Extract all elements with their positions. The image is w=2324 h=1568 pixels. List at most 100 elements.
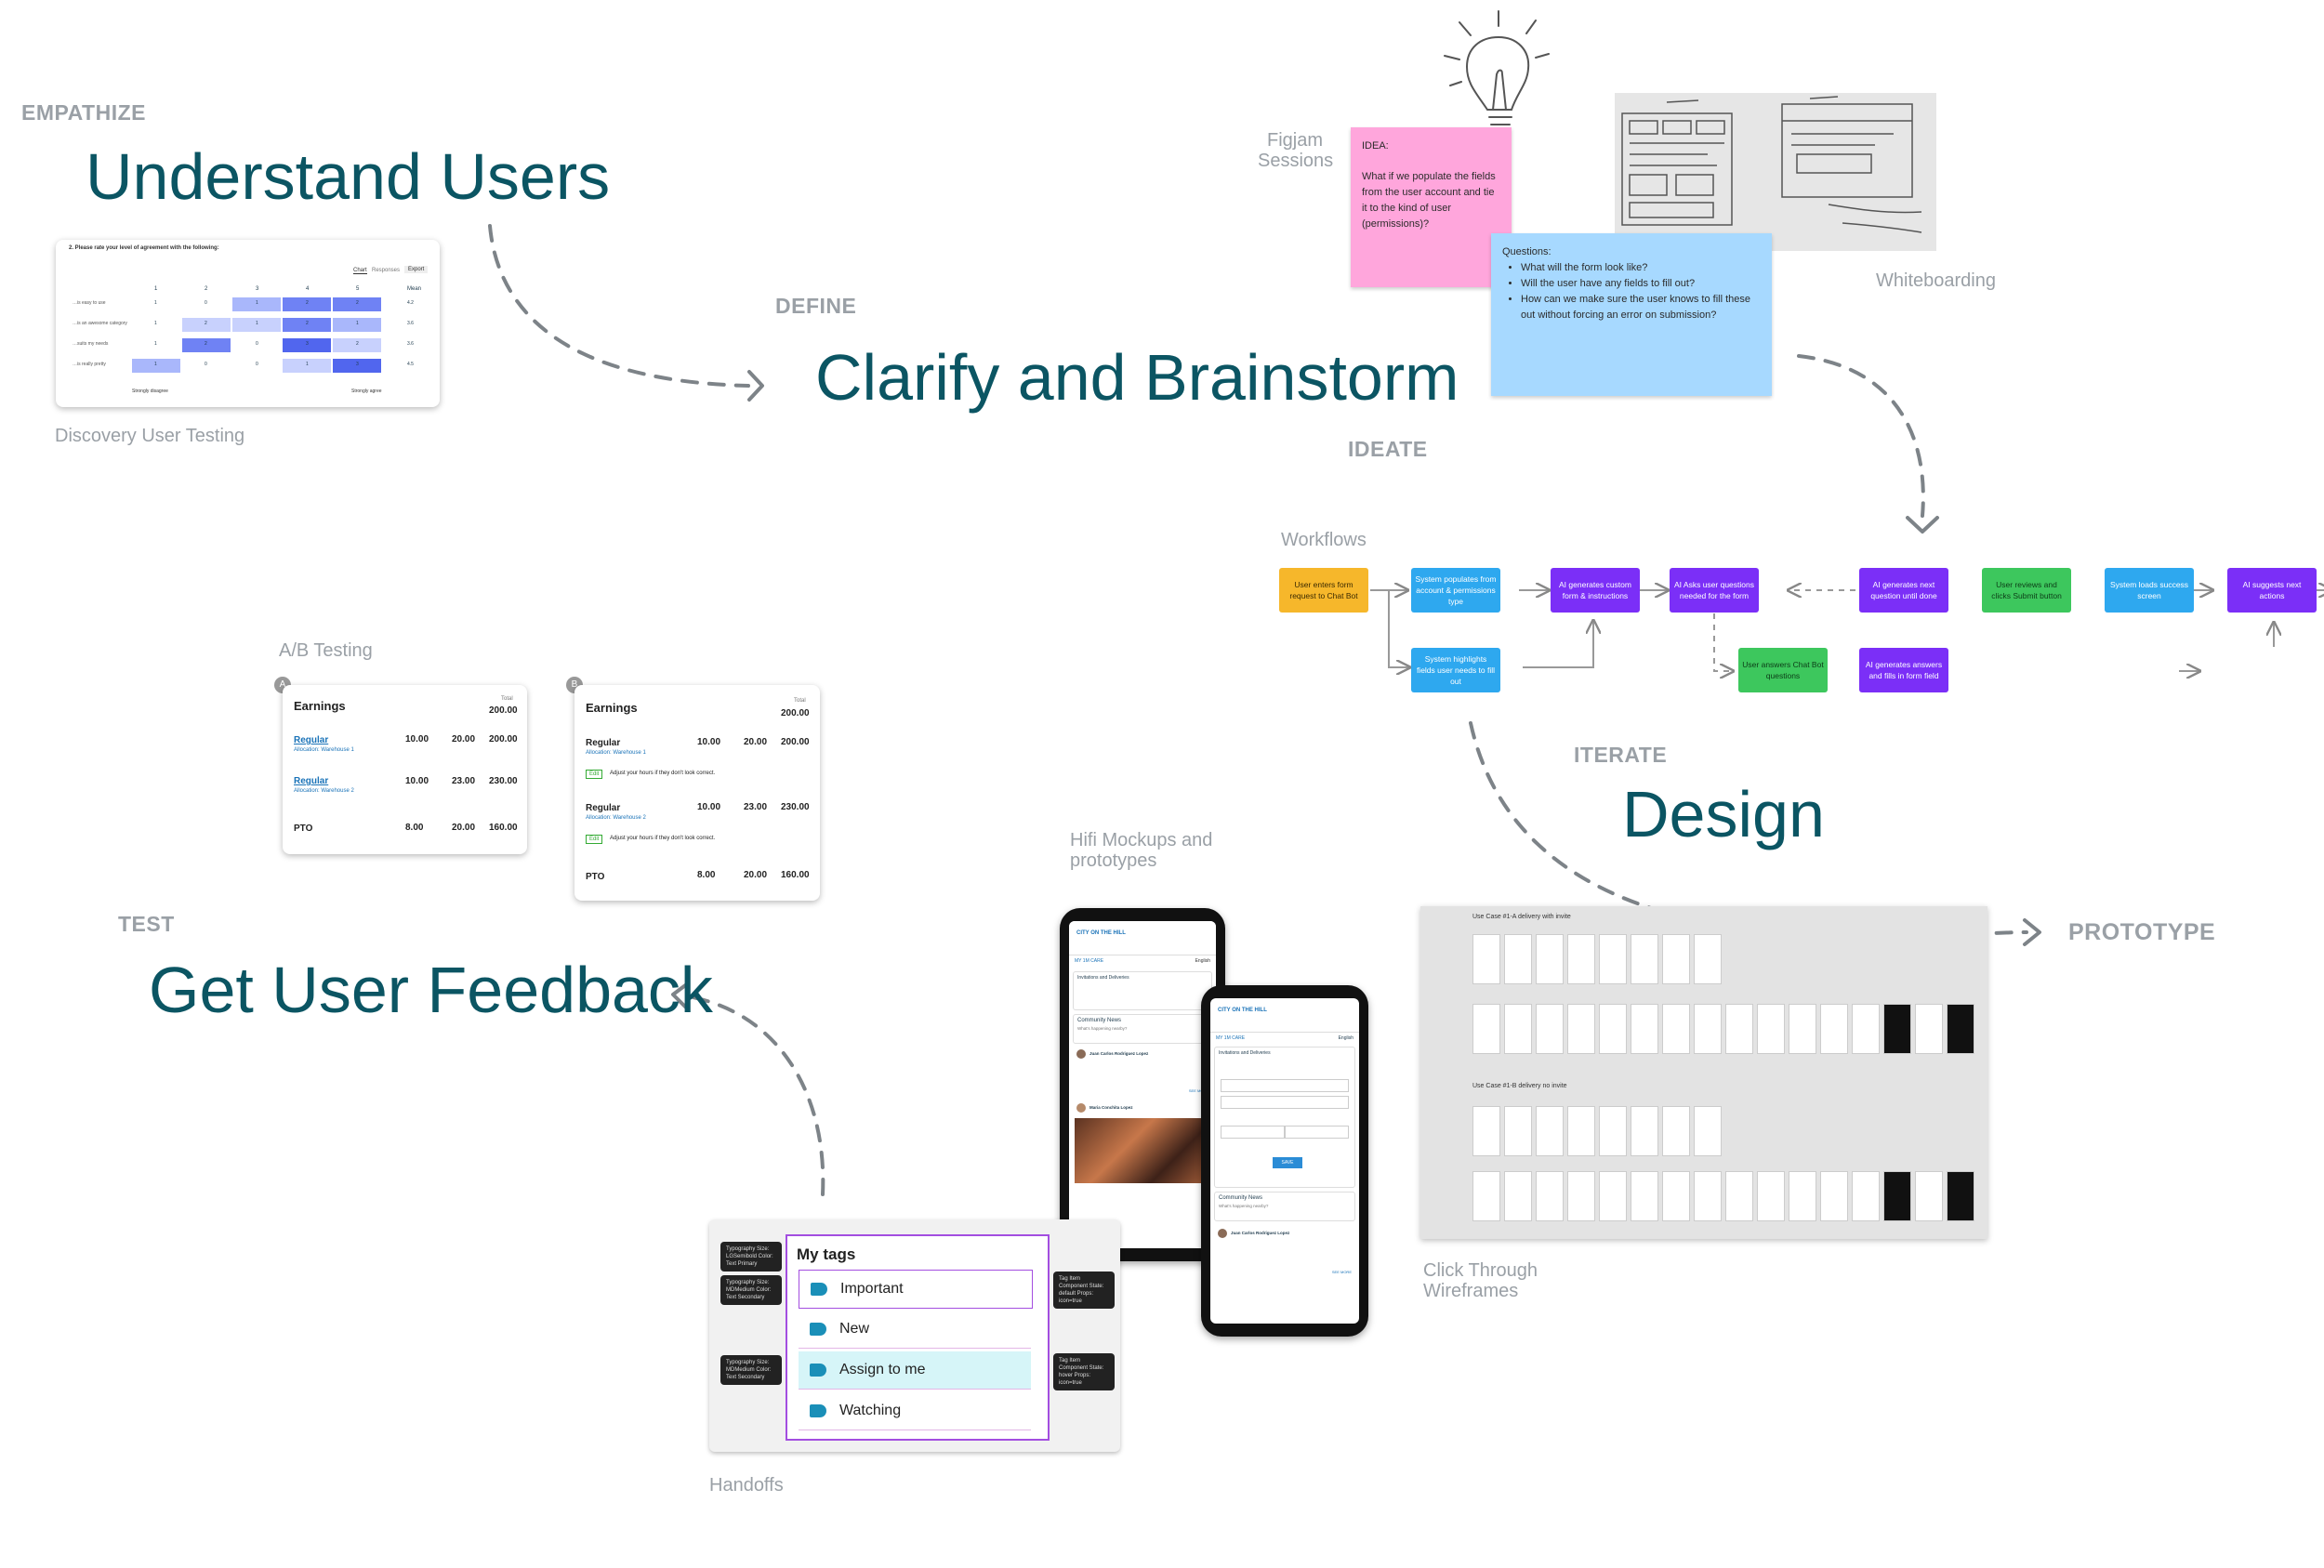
idea-sticky-note: IDEA: What if we populate the fields fro… (1351, 127, 1512, 287)
question-item: What will the form look like? (1521, 260, 1761, 276)
wireframe-thumb (1631, 1106, 1658, 1156)
spec-note: Tag Item Component State: default Props:… (1053, 1272, 1115, 1309)
caption-handoffs: Handoffs (709, 1475, 784, 1496)
edit-button[interactable]: Edit (586, 770, 603, 779)
tag-item-important[interactable]: Important (799, 1270, 1033, 1309)
tag-icon (811, 1283, 827, 1296)
wireframe-thumb (1789, 1004, 1816, 1054)
stage-label-ideate: IDEATE (1348, 437, 1428, 461)
whiteboard-photo (1615, 93, 1936, 251)
tag-item-assign[interactable]: Assign to me (799, 1351, 1031, 1390)
city-logo: CITY ON THE HILL (1218, 1008, 1267, 1013)
wireframe-thumb (1947, 1004, 1974, 1054)
export-button[interactable]: Export (404, 266, 429, 273)
wireframe-thumb (1662, 1106, 1690, 1156)
wireframe-thumb (1504, 1106, 1532, 1156)
workflow-node: AI suggests next actions (2227, 568, 2317, 613)
wireframe-thumb (1599, 1004, 1627, 1054)
post-author: Juan Carlos Rodriguez Lopez (1231, 1231, 1290, 1235)
end-time-field[interactable] (1284, 1126, 1349, 1139)
tag-icon (810, 1323, 826, 1336)
caption-ab-testing: A/B Testing (279, 640, 373, 661)
wireframe-thumb (1757, 1171, 1785, 1221)
stage-title-define: Clarify and Brainstorm (815, 341, 1459, 414)
wireframe-thumb (1852, 1171, 1880, 1221)
post-prompt[interactable]: What's happening nearby? (1219, 1204, 1269, 1208)
avatar (1076, 1049, 1086, 1059)
idea-heading: IDEA: (1362, 140, 1389, 152)
wireframe-thumb (1694, 934, 1722, 984)
wireframe-thumb (1820, 1171, 1848, 1221)
see-more-link[interactable]: SEE MORE (1331, 1270, 1352, 1274)
post-prompt[interactable]: What's happening nearby? (1077, 1026, 1128, 1031)
wireframe-thumb (1567, 1171, 1595, 1221)
caption-discovery: Discovery User Testing (55, 426, 245, 446)
survey-col-1: 1 (154, 286, 158, 292)
wireframe-thumb (1567, 934, 1595, 984)
stage-label-define: DEFINE (775, 294, 857, 318)
community-heading: Community News (1077, 1018, 1122, 1023)
home-label[interactable]: MY 1M CARE (1216, 1035, 1246, 1041)
tag-item-watching[interactable]: Watching (799, 1392, 1031, 1430)
wireframe-thumb (1662, 1004, 1690, 1054)
language-select[interactable]: English (1338, 1035, 1353, 1041)
wireframe-thumb (1472, 934, 1500, 984)
wireframe-thumb (1631, 934, 1658, 984)
wireframe-thumb (1915, 1004, 1943, 1054)
survey-col-mean: Mean (407, 286, 422, 292)
wireframe-thumb (1472, 1004, 1500, 1054)
wireframe-thumb (1757, 1004, 1785, 1054)
wireframe-thumb (1852, 1004, 1880, 1054)
earnings-card-b: Earnings Total 200.00 Regular Allocation… (574, 685, 820, 901)
start-time-field[interactable] (1221, 1126, 1286, 1139)
use-case-a-label: Use Case #1-A delivery with invite (1472, 914, 1571, 920)
wireframe-thumb (1694, 1171, 1722, 1221)
wireframe-thumb (1599, 1171, 1627, 1221)
wireframe-thumb (1504, 934, 1532, 984)
date-field[interactable] (1221, 1096, 1349, 1109)
questions-heading: Questions: (1502, 246, 1552, 257)
workflow-node: System loads success screen (2105, 568, 2194, 613)
workflow-connectors (1370, 558, 2324, 706)
tag-item-new[interactable]: New (799, 1311, 1031, 1349)
workflow-node: System highlights fields user needs to f… (1411, 648, 1500, 692)
caption-workflows: Workflows (1281, 530, 1367, 550)
lightbulb-icon (1444, 10, 1550, 133)
arrowhead-prototype (2023, 918, 2041, 946)
survey-results-card: 2. Please rate your level of agreement w… (56, 240, 440, 407)
home-label[interactable]: MY 1M CARE (1075, 958, 1104, 964)
name-field[interactable] (1221, 1079, 1349, 1092)
edit-button[interactable]: Edit (586, 835, 603, 844)
arrowhead-test (671, 982, 690, 1009)
workflow-node: System populates from account & permissi… (1411, 568, 1500, 613)
invitations-heading: Invitations and Deliveries (1219, 1050, 1271, 1056)
wireframe-thumb (1536, 1106, 1564, 1156)
tag-icon (810, 1364, 826, 1377)
stage-label-iterate: ITERATE (1574, 743, 1668, 767)
wireframe-thumb (1472, 1106, 1500, 1156)
questions-sticky-note: Questions: What will the form look like?… (1491, 233, 1772, 396)
survey-col-2: 2 (205, 286, 208, 292)
wireframe-thumb (1504, 1171, 1532, 1221)
save-button[interactable]: SAVE (1273, 1157, 1302, 1168)
tag-menu-title: My tags (797, 1245, 856, 1263)
tab-responses[interactable]: Responses (372, 268, 401, 273)
arrow-iterate-to-test (686, 995, 825, 1196)
wireframe-thumb (1883, 1171, 1911, 1221)
see-more-link[interactable]: SEE MORE (1188, 1088, 1208, 1093)
stage-title-test: Get User Feedback (149, 954, 713, 1026)
invitations-heading: Invitations and Deliveries (1077, 975, 1129, 981)
post-author: Maria Conchita Lopez (1089, 1105, 1133, 1110)
wireframe-thumb (1789, 1171, 1816, 1221)
tag-icon (810, 1404, 826, 1417)
caption-whiteboarding: Whiteboarding (1876, 270, 1996, 291)
tab-chart[interactable]: Chart (353, 268, 367, 274)
scale-high-label: Strongly agree (351, 389, 382, 394)
idea-body: What if we populate the fields from the … (1362, 171, 1496, 230)
scale-low-label: Strongly disagree (132, 389, 168, 394)
restaurant-photo (1075, 1118, 1210, 1183)
language-select[interactable]: English (1195, 958, 1210, 964)
wireframe-thumb (1662, 934, 1690, 984)
earnings-card-a: Earnings Total 200.00 Regular Allocation… (283, 685, 527, 854)
wireframe-thumb (1504, 1004, 1532, 1054)
